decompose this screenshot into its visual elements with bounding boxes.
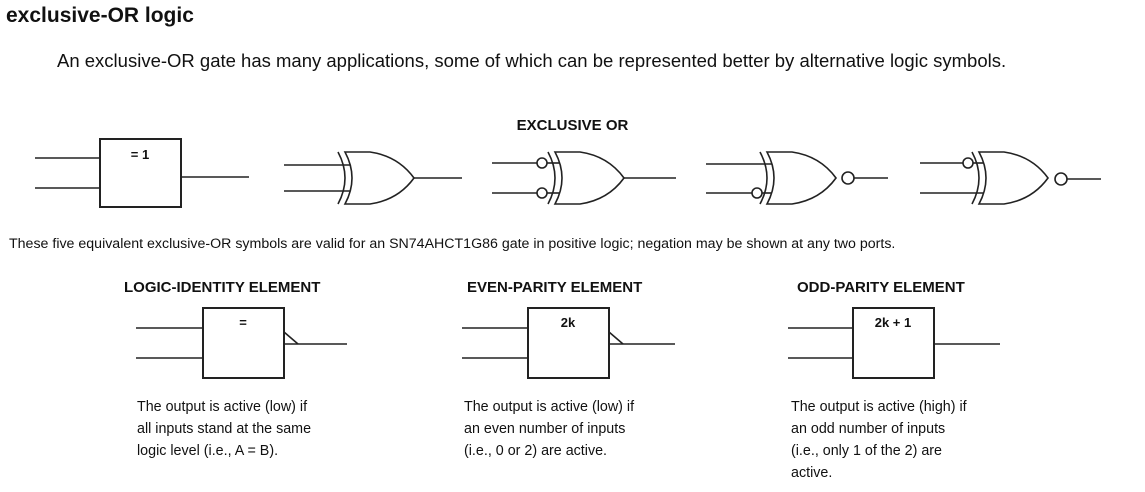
even-parity-symbol (462, 307, 675, 379)
description-line: an even number of inputs (464, 421, 626, 437)
odd-parity-box-label: 2k + 1 (875, 315, 912, 330)
page-title: exclusive-OR logic (6, 4, 194, 27)
description-line: all inputs stand at the same (137, 421, 312, 437)
logic-identity-symbol (136, 307, 347, 379)
description-line: The output is active (high) if (791, 399, 967, 415)
odd-parity-description: The output is active (high) if an odd nu… (791, 396, 967, 484)
description-line: (i.e., only 1 of the 2) are (791, 443, 942, 459)
odd-parity-title: ODD-PARITY ELEMENT (797, 279, 965, 296)
xor-box (99, 138, 182, 208)
xor-gate-symbol-2 (492, 151, 676, 205)
logic-identity-description: The output is active (low) if all inputs… (137, 396, 311, 462)
description-line: (i.e., 0 or 2) are active. (464, 443, 608, 459)
xor-box-label: = 1 (131, 147, 149, 162)
xor-gate-symbol-4 (920, 151, 1101, 205)
even-parity-box-label: 2k (561, 315, 576, 330)
negation-bubble (536, 157, 548, 169)
xor-gate-symbol-3 (706, 151, 888, 205)
xor-gate-symbol-1 (284, 151, 462, 205)
description-line: logic level (i.e., A = B). (137, 443, 279, 459)
logic-identity-title: LOGIC-IDENTITY ELEMENT (124, 279, 321, 296)
negation-bubble (841, 171, 855, 185)
description-line: an odd number of inputs (791, 421, 946, 437)
logic-identity-box-label: = (239, 315, 247, 330)
negation-bubble (751, 187, 763, 199)
negation-triangle (283, 331, 299, 345)
symbols-caption: These five equivalent exclusive-OR symbo… (9, 236, 896, 252)
negation-bubble (962, 157, 974, 169)
exclusive-or-heading: EXCLUSIVE OR (516, 117, 629, 134)
even-parity-description: The output is active (low) if an even nu… (464, 396, 634, 462)
description-line: active. (791, 465, 833, 481)
xor-box-symbol (35, 138, 249, 208)
description-line: The output is active (low) if (464, 399, 635, 415)
negation-triangle (608, 331, 624, 345)
odd-parity-symbol (788, 307, 1000, 379)
even-parity-title: EVEN-PARITY ELEMENT (467, 279, 643, 296)
negation-bubble (536, 187, 548, 199)
intro-paragraph: An exclusive-OR gate has many applicatio… (57, 50, 1007, 71)
negation-bubble (1054, 172, 1068, 186)
description-line: The output is active (low) if (137, 399, 308, 415)
